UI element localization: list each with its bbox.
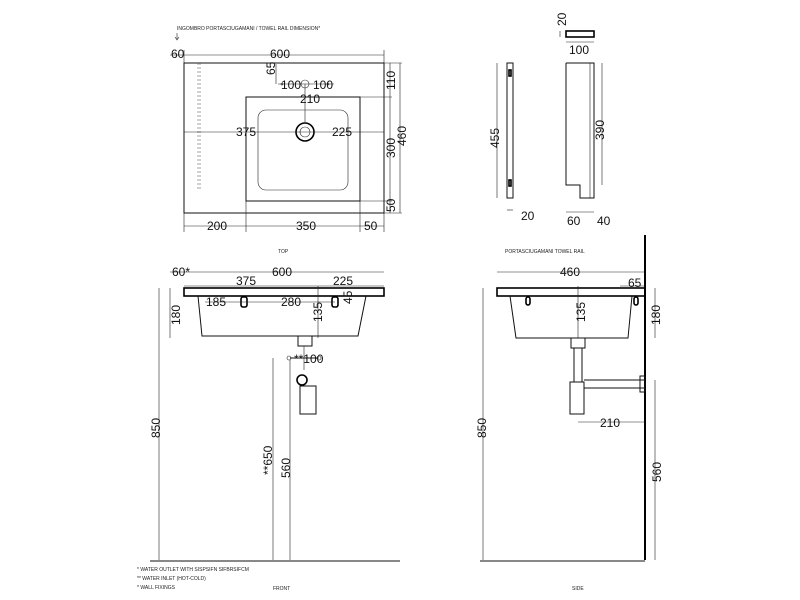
side-dim-drain-height: 135 xyxy=(574,302,588,322)
rail-dim-right-height: 390 xyxy=(593,120,607,140)
label-towel-rail: PORTASCIUGAMANI TOWEL RAIL xyxy=(505,249,585,255)
rail-right-profile xyxy=(565,62,595,199)
front-dim-fix-wall-height: 560 xyxy=(279,458,293,478)
front-dim-total-height: 850 xyxy=(149,418,163,438)
front-basin-top xyxy=(183,287,385,297)
label-side: SIDE xyxy=(572,586,584,592)
front-dim-basin-height: 180 xyxy=(169,305,183,325)
top-dim-bottom-mid: 350 xyxy=(296,219,316,233)
label-top: TOP xyxy=(278,249,289,255)
front-dim-inlet-spacing: **100 xyxy=(294,352,324,366)
side-trap-body xyxy=(569,381,585,415)
top-dim-bottom-left: 200 xyxy=(207,219,227,233)
front-dim-right-seg: 225 xyxy=(333,274,353,288)
side-dim-basin-height: 180 xyxy=(649,305,663,325)
top-dim-bowl-left: 375 xyxy=(236,125,256,139)
side-basin-top xyxy=(496,287,646,297)
rail-dim-bottom-b: 40 xyxy=(597,214,611,228)
side-view: 460 65 135 180 210 850 560 SIDE xyxy=(475,235,664,592)
towel-rail-view: 20 100 455 20 390 60 40 PORTASCIUGAMANI … xyxy=(488,12,611,255)
top-dim-bottom-right: 50 xyxy=(384,198,398,212)
front-trap-body xyxy=(299,385,317,415)
side-dim-fix-height: 560 xyxy=(650,462,664,482)
front-dim-fix-left: 185 xyxy=(206,295,226,309)
front-basin-body xyxy=(197,295,367,337)
side-dim-tap-offset: 65 xyxy=(628,276,642,290)
front-drain xyxy=(297,335,313,347)
top-dim-right-top: 110 xyxy=(384,71,398,90)
top-basin-outline xyxy=(183,62,385,214)
top-bowl-outline xyxy=(245,96,361,202)
rail-top-piece xyxy=(565,30,595,38)
note-3: * WALL FIXINGS xyxy=(137,585,176,591)
top-dim-tap-right: 100 xyxy=(313,78,333,92)
top-view: INGOMBRO PORTASCIUGAMANI / TOWEL RAIL DI… xyxy=(170,26,409,255)
front-dim-inlet-height: **650 xyxy=(261,445,275,475)
side-drain xyxy=(570,337,586,349)
top-bowl-inner xyxy=(257,109,349,191)
top-dim-left-overhang: 60 xyxy=(171,47,185,61)
top-dim-width: 600 xyxy=(270,47,290,61)
front-trap xyxy=(296,374,308,386)
front-view: 60* 600 375 225 185 280 135 45 180 **100… xyxy=(149,265,400,592)
rail-dim-left-height: 455 xyxy=(488,128,502,148)
rail-dim-bottom-a: 60 xyxy=(567,214,581,228)
top-dim-bowl-right: 225 xyxy=(332,125,352,139)
note-1: * WATER OUTLET WITH SISPSIFN SIFBRSIFCM xyxy=(137,567,249,573)
towel-rail-header: INGOMBRO PORTASCIUGAMANI / TOWEL RAIL DI… xyxy=(177,26,320,32)
top-dim-depth: 460 xyxy=(395,126,409,146)
rail-left-bracket xyxy=(506,62,514,199)
side-dim-depth: 460 xyxy=(560,265,580,279)
side-dim-trap-depth: 210 xyxy=(600,416,620,430)
top-dim-bottom-right-seg: 50 xyxy=(364,219,378,233)
top-dim-bowl-depth: 300 xyxy=(384,138,398,158)
top-dim-tap-offset: 65 xyxy=(264,61,278,75)
rail-dim-top-height: 20 xyxy=(555,12,569,26)
side-basin-body xyxy=(509,295,633,339)
front-dim-left-overhang: 60* xyxy=(172,265,190,279)
front-dim-width: 600 xyxy=(272,265,292,279)
notes: * WATER OUTLET WITH SISPSIFN SIFBRSIFCM … xyxy=(137,567,249,591)
top-dim-tap-left: 100 xyxy=(281,78,301,92)
top-dim-drain-from-top: 210 xyxy=(300,92,320,106)
rail-dim-bottom-left: 20 xyxy=(521,209,535,223)
rail-dim-top-width: 100 xyxy=(569,43,589,57)
side-dim-total-height: 850 xyxy=(475,418,489,438)
note-2: ** WATER INLET (HOT-COLD) xyxy=(137,576,206,582)
label-front: FRONT xyxy=(273,586,290,592)
front-dim-left-seg: 375 xyxy=(236,274,256,288)
front-dim-fix-height: 45 xyxy=(341,290,355,304)
front-dim-fix-mid: 280 xyxy=(281,295,301,309)
